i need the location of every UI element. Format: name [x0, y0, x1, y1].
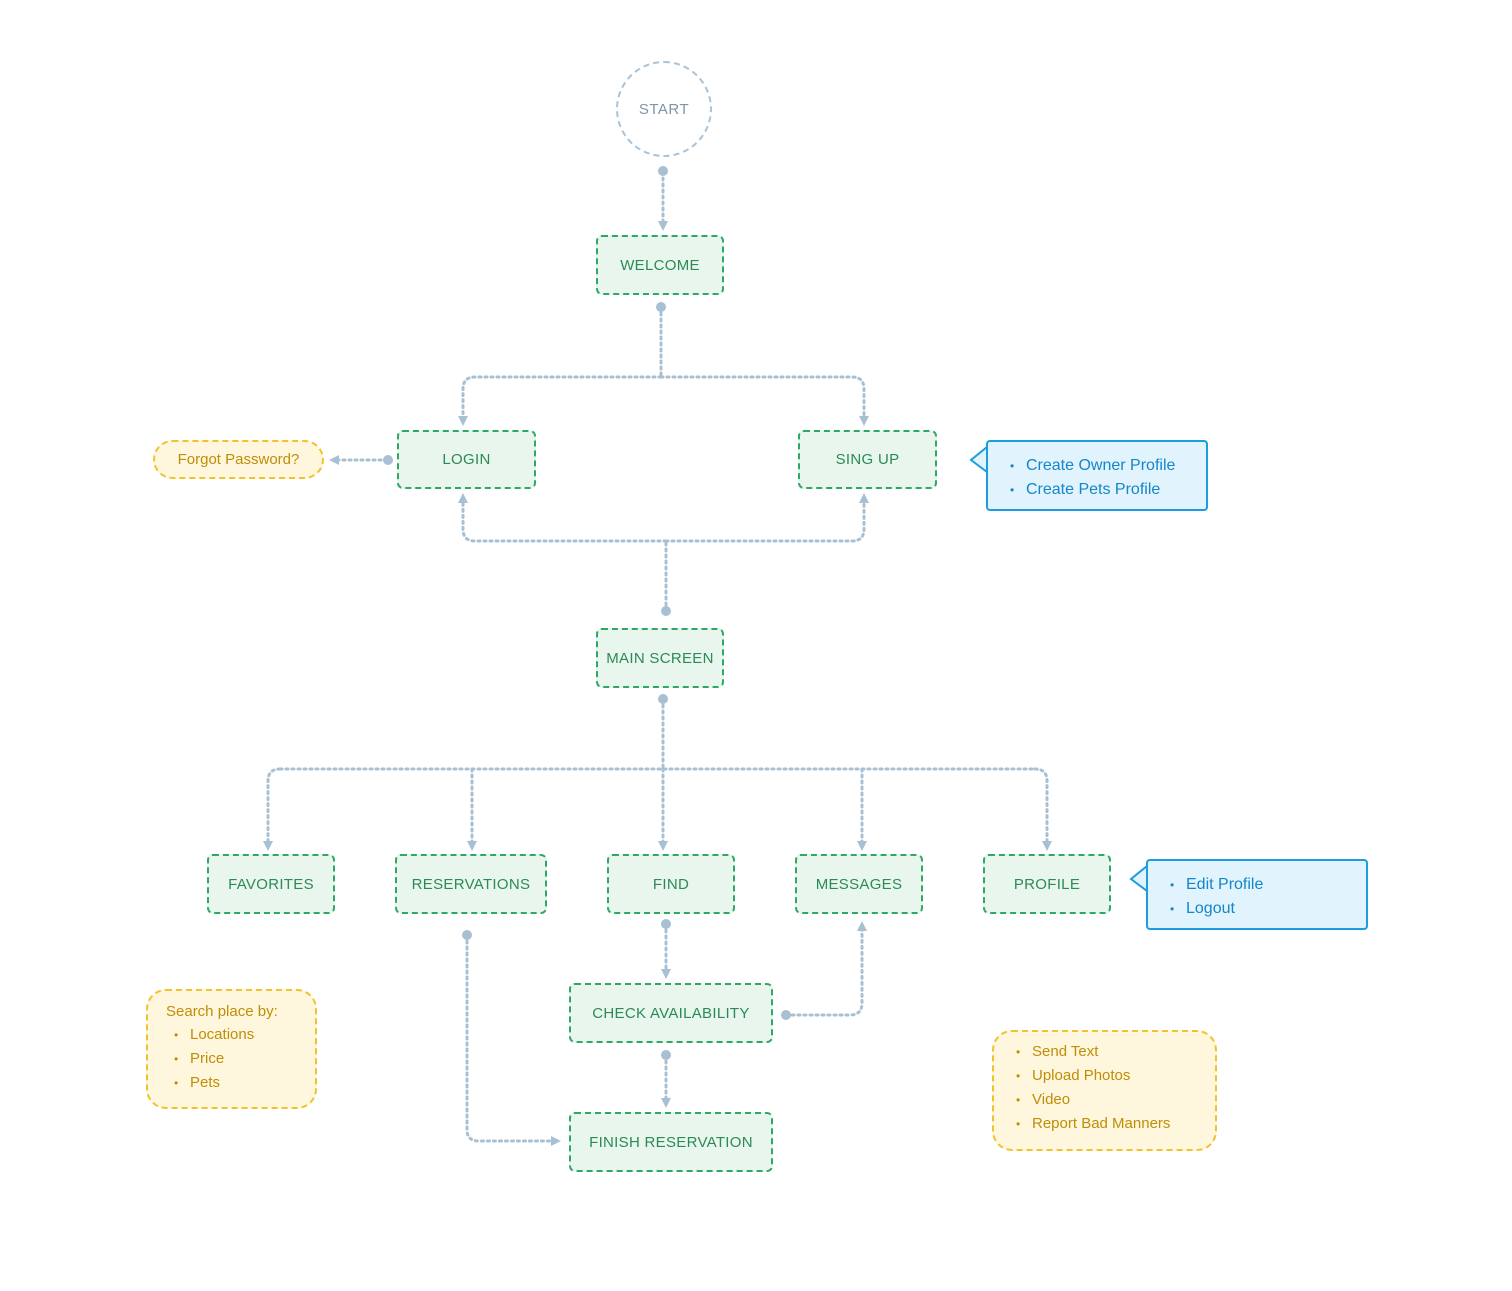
profile-callout-item: Logout: [1164, 897, 1366, 921]
node-reservations: RESERVATIONS: [395, 854, 547, 914]
search-note-title: Search place by:: [166, 1003, 278, 1020]
messages-note-item: Report Bad Manners: [1010, 1112, 1215, 1136]
forgot-password-note: Forgot Password?: [153, 440, 324, 479]
node-signup-label: SING UP: [835, 451, 900, 468]
messages-note-item: Send Text: [1010, 1040, 1215, 1064]
messages-note: Send Text Upload Photos Video Report Bad…: [992, 1030, 1217, 1151]
node-messages: MESSAGES: [795, 854, 923, 914]
connector-dot: [383, 455, 393, 465]
node-profile: PROFILE: [983, 854, 1111, 914]
node-welcome: WELCOME: [596, 235, 724, 295]
connector-main-login: [458, 493, 668, 543]
search-note-list: Locations Price Pets: [166, 1023, 315, 1095]
search-note-item: Locations: [168, 1023, 315, 1047]
messages-note-item: Upload Photos: [1010, 1064, 1215, 1088]
profile-callout-list: Edit Profile Logout: [1164, 873, 1366, 921]
signup-callout-pointer: [969, 446, 988, 473]
node-signup: SING UP: [798, 430, 937, 489]
node-reservations-label: RESERVATIONS: [411, 875, 531, 893]
messages-note-item: Video: [1010, 1088, 1215, 1112]
profile-callout: Edit Profile Logout: [1146, 859, 1368, 930]
forgot-password-label: Forgot Password?: [177, 451, 300, 468]
connector-dot: [462, 930, 472, 940]
start-label: START: [638, 100, 690, 118]
search-note-item: Pets: [168, 1071, 315, 1095]
node-finish-reservation: FINISH RESERVATION: [569, 1112, 773, 1172]
connector-dot: [661, 1050, 671, 1060]
connector-to-favorites: [263, 767, 282, 851]
profile-callout-item: Edit Profile: [1164, 873, 1366, 897]
node-welcome-label: WELCOME: [620, 256, 700, 274]
signup-callout-item: Create Owner Profile: [1004, 454, 1206, 478]
connector-dot: [661, 919, 671, 929]
connector-reservations-finish: [465, 933, 561, 1146]
node-profile-label: PROFILE: [1013, 875, 1081, 893]
connector-dot: [656, 302, 666, 312]
node-check-availability-label: CHECK AVAILABILITY: [592, 1004, 750, 1022]
search-note-item: Price: [168, 1047, 315, 1071]
connector-dot: [658, 166, 668, 176]
connector-to-signup: [659, 375, 869, 426]
connector-to-login: [458, 375, 663, 426]
profile-callout-pointer: [1129, 865, 1148, 892]
signup-callout: Create Owner Profile Create Pets Profile: [986, 440, 1208, 511]
messages-note-list: Send Text Upload Photos Video Report Bad…: [1010, 1040, 1215, 1136]
node-find-label: FIND: [652, 875, 690, 893]
node-messages-label: MESSAGES: [815, 875, 903, 893]
node-check-availability: CHECK AVAILABILITY: [569, 983, 773, 1043]
node-favorites-label: FAVORITES: [228, 875, 314, 893]
node-login-label: LOGIN: [442, 451, 491, 468]
start-node: START: [616, 61, 712, 157]
node-main-screen: MAIN SCREEN: [596, 628, 724, 688]
node-login: LOGIN: [397, 430, 536, 489]
node-find: FIND: [607, 854, 735, 914]
connector-to-profile: [1033, 767, 1052, 851]
connector-dot: [658, 694, 668, 704]
connector-main-signup: [664, 493, 869, 543]
connector-check-messages: [784, 921, 867, 1017]
connector-dot: [661, 606, 671, 616]
search-note: Search place by: Locations Price Pets: [146, 989, 317, 1109]
signup-callout-list: Create Owner Profile Create Pets Profile: [1004, 454, 1206, 502]
node-finish-reservation-label: FINISH RESERVATION: [589, 1133, 753, 1151]
node-favorites: FAVORITES: [207, 854, 335, 914]
node-main-screen-label: MAIN SCREEN: [606, 649, 714, 667]
signup-callout-item: Create Pets Profile: [1004, 478, 1206, 502]
connector-dot: [781, 1010, 791, 1020]
